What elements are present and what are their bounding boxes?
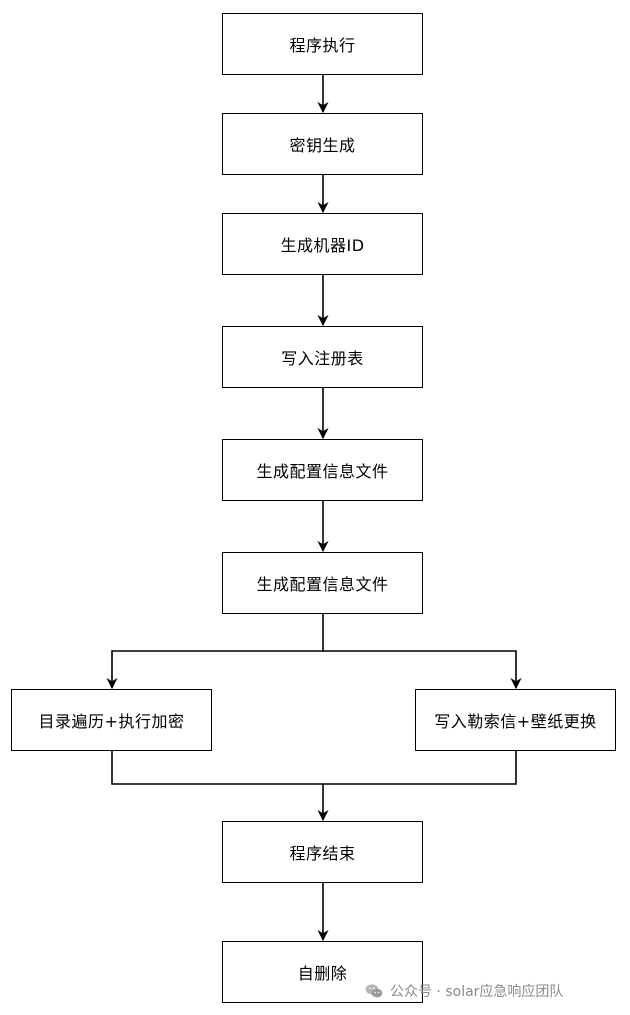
- node-machine-id: 生成机器ID: [222, 213, 423, 275]
- watermark: 公众号 · solar应急响应团队: [364, 978, 563, 1004]
- node-ransom-note-wallpaper: 写入勒索信+壁纸更换: [415, 689, 616, 751]
- wechat-icon: [365, 984, 383, 998]
- node-program-start: 程序执行: [222, 13, 423, 75]
- node-config-file-1: 生成配置信息文件: [222, 439, 423, 501]
- edge-n7-n9: [111, 751, 517, 785]
- edge-n6-n8: [323, 650, 522, 690]
- edge-n6-n7: [106, 614, 324, 690]
- node-program-end: 程序结束: [222, 821, 423, 883]
- node-config-file-2: 生成配置信息文件: [222, 552, 423, 614]
- node-traverse-encrypt: 目录遍历+执行加密: [11, 689, 212, 751]
- node-self-delete: 自删除: [222, 941, 423, 1003]
- node-write-registry: 写入注册表: [222, 326, 423, 388]
- watermark-text: 公众号 · solar应急响应团队: [390, 984, 564, 1000]
- node-key-generation: 密钥生成: [222, 113, 423, 175]
